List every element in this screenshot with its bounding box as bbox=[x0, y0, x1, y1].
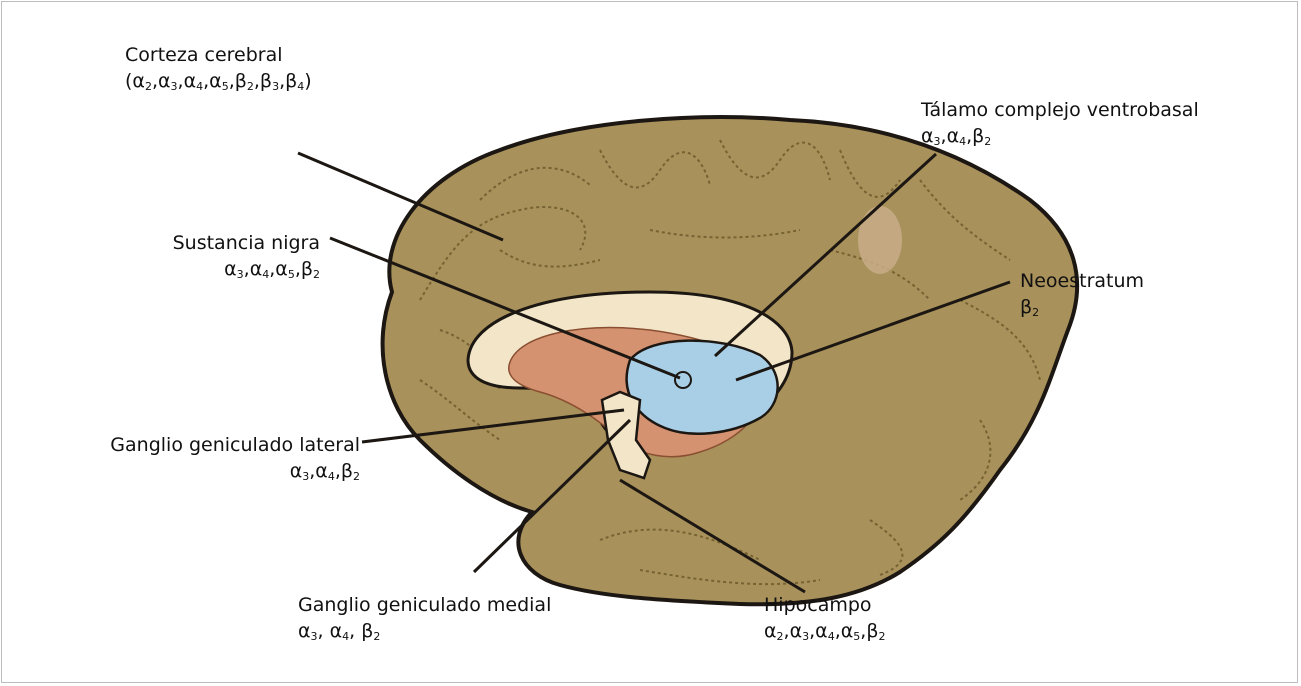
label-corteza-cerebral: Corteza cerebral (α2,α3,α4,α5,β2,β3,β4) bbox=[125, 42, 312, 94]
label-sustancia-nigra: Sustancia nigra α3,α4,α5,β2 bbox=[173, 230, 320, 282]
label-subunits: β2 bbox=[1020, 294, 1144, 320]
label-subunits: α3, α4, β2 bbox=[298, 618, 551, 644]
label-subunits: (α2,α3,α4,α5,β2,β3,β4) bbox=[125, 68, 312, 94]
label-name: Hipocampo bbox=[764, 592, 885, 618]
label-subunits: α2,α3,α4,α5,β2 bbox=[764, 618, 885, 644]
label-name: Sustancia nigra bbox=[173, 230, 320, 256]
label-subunits: α3,α4,β2 bbox=[110, 458, 360, 484]
highlight-patch bbox=[858, 206, 902, 274]
label-subunits: α3,α4,α5,β2 bbox=[173, 256, 320, 282]
thalamus bbox=[627, 341, 778, 434]
label-ganglio-medial: Ganglio geniculado medial α3, α4, β2 bbox=[298, 592, 551, 644]
label-name: Corteza cerebral bbox=[125, 42, 312, 68]
label-hipocampo: Hipocampo α2,α3,α4,α5,β2 bbox=[764, 592, 885, 644]
label-name: Ganglio geniculado lateral bbox=[110, 432, 360, 458]
label-name: Tálamo complejo ventrobasal bbox=[921, 97, 1199, 123]
label-name: Neoestratum bbox=[1020, 268, 1144, 294]
label-subunits: α3,α4,β2 bbox=[921, 123, 1199, 149]
label-ganglio-lateral: Ganglio geniculado lateral α3,α4,β2 bbox=[110, 432, 360, 484]
label-talamo: Tálamo complejo ventrobasal α3,α4,β2 bbox=[921, 97, 1199, 149]
label-name: Ganglio geniculado medial bbox=[298, 592, 551, 618]
label-neoestratum: Neoestratum β2 bbox=[1020, 268, 1144, 320]
